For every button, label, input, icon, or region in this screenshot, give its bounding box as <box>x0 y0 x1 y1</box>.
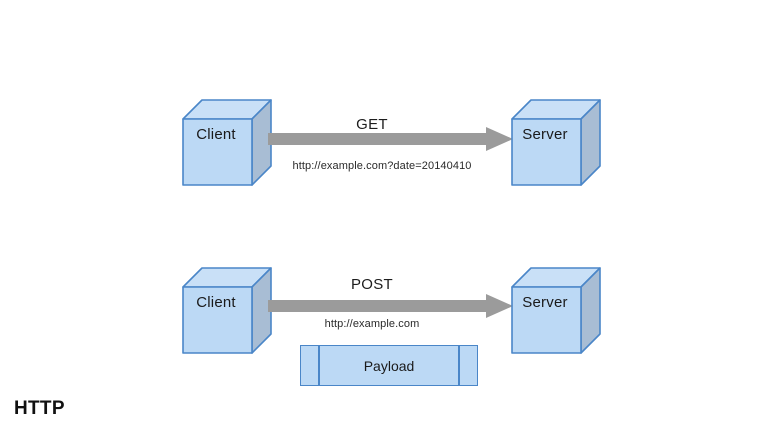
diagram-caption: HTTP <box>14 398 65 419</box>
payload-label: Payload <box>363 357 415 374</box>
cube-shape <box>182 267 272 354</box>
client-node-post: Client <box>181 264 272 354</box>
arrow-shape <box>268 294 513 318</box>
get-request-arrow <box>268 126 514 152</box>
cube-shape <box>511 267 601 354</box>
get-url-label: http://example.com?date=20140410 <box>292 160 472 172</box>
post-request-arrow <box>268 293 514 319</box>
payload-divider-left <box>318 346 320 385</box>
server-node-get: Server <box>510 96 601 186</box>
post-method-label: POST <box>350 276 394 293</box>
cube-shape <box>182 99 272 186</box>
client-node-label: Client <box>196 294 236 311</box>
client-node-label: Client <box>196 126 236 143</box>
post-url-label: http://example.com <box>324 318 420 330</box>
payload-divider-right <box>458 346 460 385</box>
server-node-label: Server <box>522 294 568 311</box>
cube-shape <box>511 99 601 186</box>
server-node-label: Server <box>522 126 568 143</box>
get-method-label: GET <box>356 116 388 133</box>
payload-box: Payload <box>300 345 478 386</box>
server-node-post: Server <box>510 264 601 354</box>
client-node-get: Client <box>181 96 272 186</box>
arrow-shape <box>268 127 513 151</box>
